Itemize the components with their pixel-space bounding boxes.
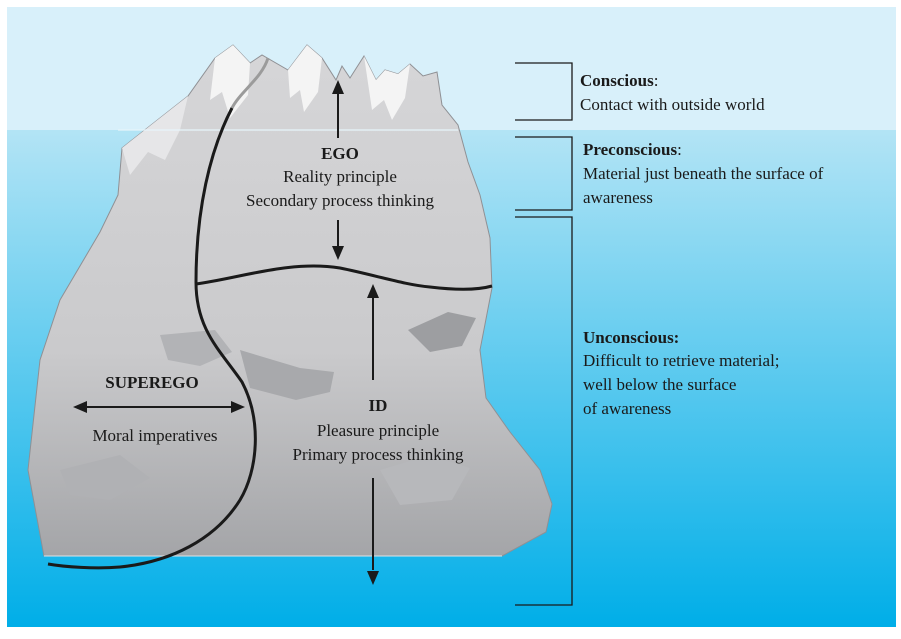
superego-title: SUPEREGO xyxy=(105,373,199,392)
ice-shadow-low-right xyxy=(380,455,470,505)
preconscious-bracket xyxy=(515,136,573,211)
superego-line1: Moral imperatives xyxy=(92,426,217,445)
ice-highlight-left xyxy=(122,96,188,175)
superego-arrow-head-left xyxy=(73,401,87,413)
conscious-bracket xyxy=(515,62,573,121)
id-down-arrow-head xyxy=(367,571,379,585)
ice-shadow-right xyxy=(408,312,476,352)
superego-boundary-curve xyxy=(47,107,257,570)
conscious-title-word: Conscious xyxy=(580,71,654,90)
preconscious-line1: Material just beneath the surface of xyxy=(583,164,824,183)
iceberg-shape xyxy=(27,44,553,557)
conscious-line1: Contact with outside world xyxy=(580,95,765,114)
ice-shadow-low-left xyxy=(60,455,150,500)
superego-arrow-head-right xyxy=(231,401,245,413)
conscious-title: Conscious: xyxy=(580,71,658,90)
unconscious-line1: Difficult to retrieve material; xyxy=(583,351,780,370)
conscious-title-colon: : xyxy=(654,71,659,90)
ego-line2: Secondary process thinking xyxy=(246,191,434,210)
ice-shadow-mid xyxy=(240,350,334,400)
sky-region xyxy=(7,7,896,130)
ego-title: EGO xyxy=(321,144,359,163)
ego-line1: Reality principle xyxy=(283,167,397,186)
ego-down-arrow-head xyxy=(332,246,344,260)
unconscious-title: Unconscious: xyxy=(583,328,679,347)
unconscious-bracket xyxy=(515,216,573,606)
superego-boundary-upper xyxy=(230,57,270,109)
preconscious-title-colon: : xyxy=(677,140,682,159)
preconscious-title: Preconscious: xyxy=(583,140,682,159)
ego-up-arrow-head xyxy=(332,80,344,94)
id-title: ID xyxy=(369,396,388,415)
ice-highlight-peak-mid xyxy=(288,45,322,112)
ice-highlight-peak-right xyxy=(364,56,410,120)
id-line1: Pleasure principle xyxy=(317,421,439,440)
id-up-arrow-head xyxy=(367,284,379,298)
ice-shadow-left xyxy=(160,330,232,366)
ego-id-boundary xyxy=(195,264,493,291)
unconscious-line3: of awareness xyxy=(583,399,671,418)
preconscious-title-word: Preconscious xyxy=(583,140,678,159)
unconscious-line2: well below the surface xyxy=(583,375,736,394)
ice-highlight-peak-left xyxy=(210,45,250,118)
preconscious-line2: awareness xyxy=(583,188,653,207)
id-line2: Primary process thinking xyxy=(293,445,464,464)
